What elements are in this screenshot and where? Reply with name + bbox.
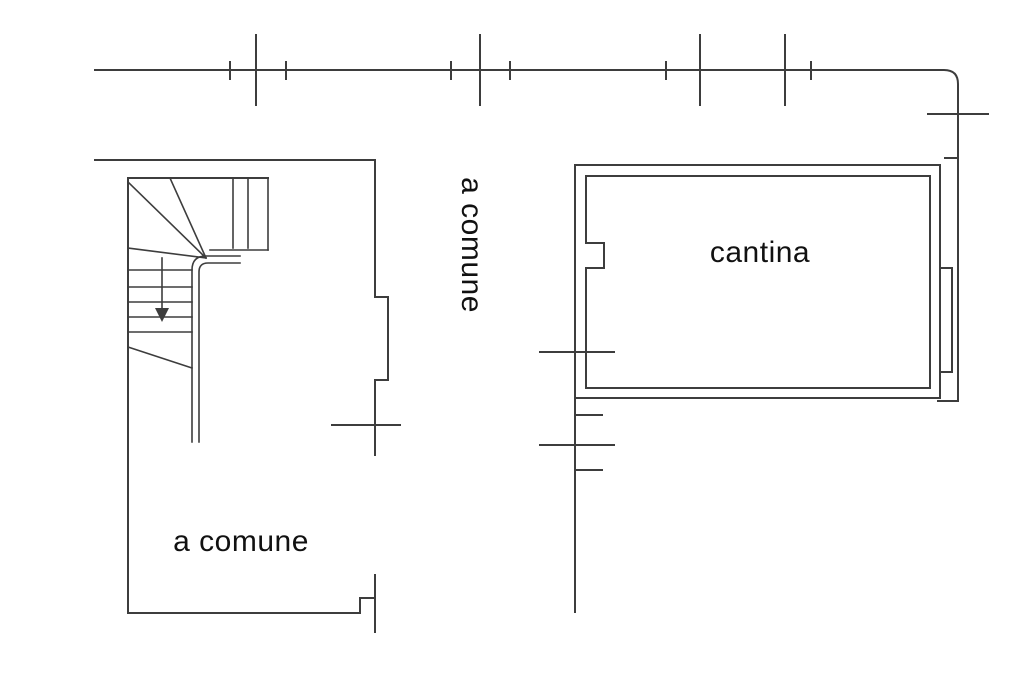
boundary-wall <box>94 69 989 402</box>
winder-tread <box>127 247 207 259</box>
window-jamb <box>374 296 389 381</box>
stair-stringer <box>198 262 241 443</box>
winder-tread <box>126 180 208 260</box>
cantina-walls <box>574 164 953 399</box>
stair-direction-arrow-icon <box>155 257 169 322</box>
left-room-walls <box>94 159 401 633</box>
cantina-room-label: cantina <box>710 236 810 269</box>
staircase <box>126 176 269 443</box>
left-room-label: a comune <box>173 525 309 558</box>
stair-diagonal <box>126 345 194 370</box>
lower-partition-wall <box>539 351 615 613</box>
boundary-tick-marks <box>229 34 812 106</box>
winder-tread <box>168 176 208 260</box>
window-jamb <box>939 267 953 373</box>
corridor-vertical-label: a comune <box>455 177 488 313</box>
